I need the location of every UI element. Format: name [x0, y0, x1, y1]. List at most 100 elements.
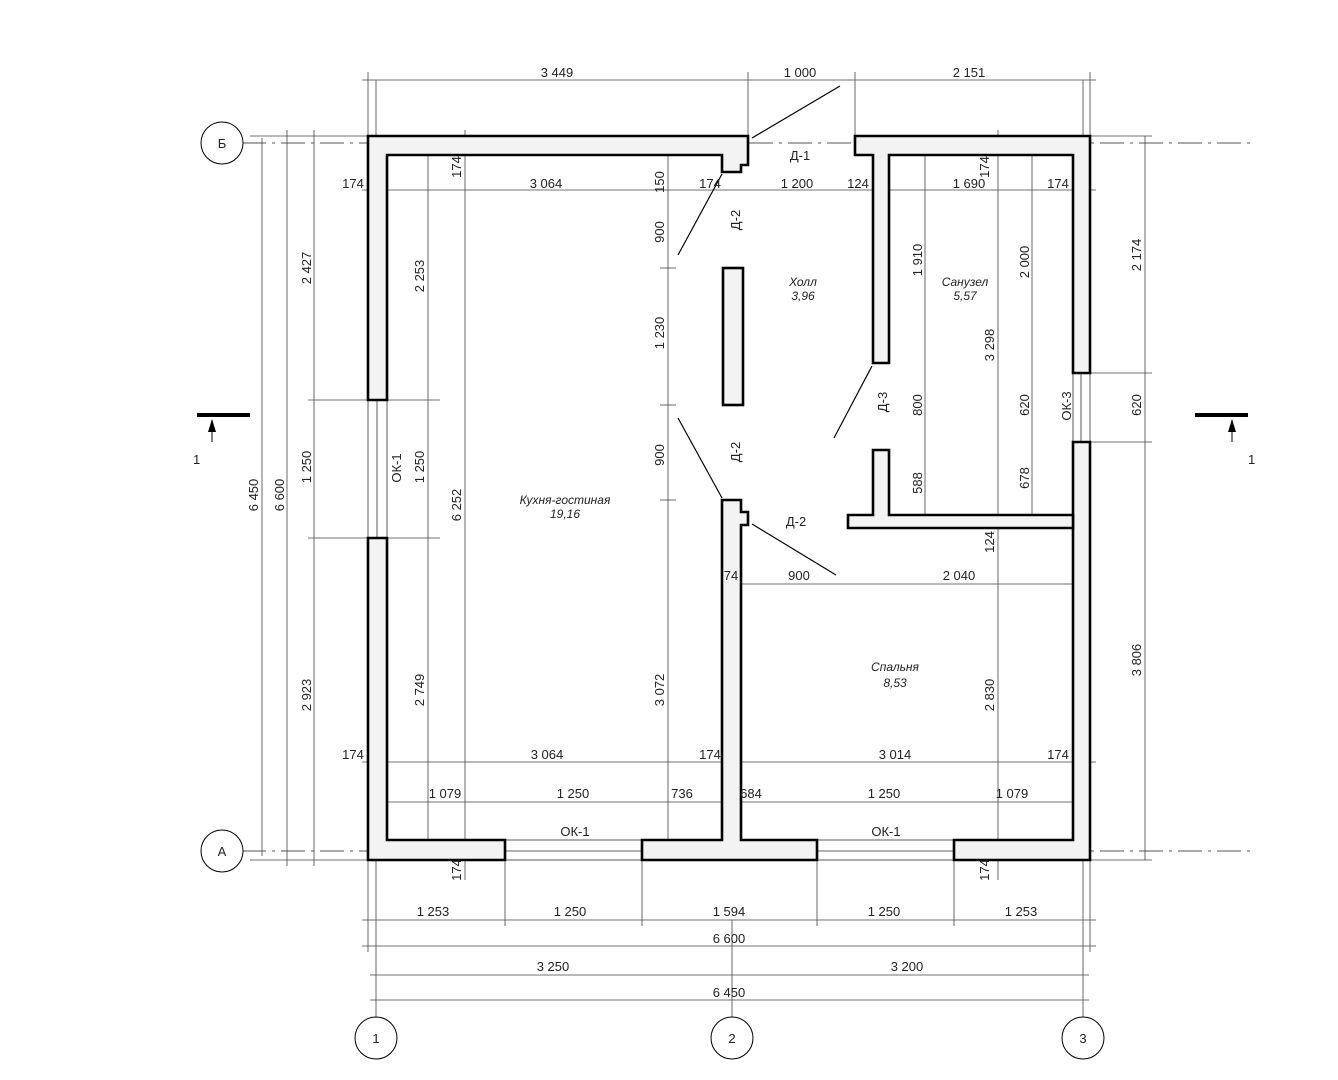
- dim: 174: [1047, 747, 1069, 762]
- room-area-bathroom: 5,57: [953, 289, 978, 303]
- dim: 1 000: [784, 65, 817, 80]
- dim-total-axes: 6 450: [713, 985, 746, 1000]
- door-d2-lower-leaf: [677, 417, 723, 499]
- wall-bottom-middle: [640, 498, 819, 862]
- mark-d1: Д-1: [790, 148, 810, 163]
- windows: [367, 372, 1091, 861]
- dim: 1 079: [996, 786, 1029, 801]
- dim: 678: [1017, 467, 1032, 489]
- dim: 620: [1129, 394, 1144, 416]
- doors: [677, 85, 873, 576]
- wall-left-lower: [366, 536, 507, 862]
- door-d2-bedroom-leaf: [751, 523, 837, 576]
- dim: 620: [1017, 394, 1032, 416]
- dim: 588: [910, 472, 925, 494]
- dim: 1 230: [652, 317, 667, 350]
- grid-axes: [242, 80, 1250, 1018]
- dim: 174: [1047, 176, 1069, 191]
- dim: 174: [977, 859, 992, 881]
- mark-ok1-kitchen: ОК-1: [560, 824, 589, 839]
- dim: 900: [652, 221, 667, 243]
- door-d2-upper-leaf: [677, 173, 723, 256]
- dim: 1 250: [412, 451, 427, 484]
- partition-hall: [721, 266, 745, 407]
- dim: 1 250: [299, 451, 314, 484]
- dim: 174: [449, 859, 464, 881]
- room-area-kitchen-living: 19,16: [550, 507, 580, 521]
- room-area-hall: 3,96: [791, 289, 815, 303]
- dim: 2 151: [953, 65, 986, 80]
- dim: 174: [342, 747, 364, 762]
- dim: 1 253: [1005, 904, 1038, 919]
- dim: 3 200: [891, 959, 924, 974]
- dim: 900: [652, 444, 667, 466]
- dim: 3 806: [1129, 644, 1144, 677]
- room-name-bathroom: Санузел: [942, 275, 989, 289]
- door-d1-leaf: [751, 85, 841, 139]
- dim: 74: [724, 568, 738, 583]
- grid-bubbles: Б А 1 2 3: [200, 121, 1105, 1060]
- axis-label-b: Б: [218, 136, 227, 151]
- mark-ok1-bedroom: ОК-1: [871, 824, 900, 839]
- dim: 2 749: [412, 674, 427, 707]
- dim: 1 253: [417, 904, 450, 919]
- mark-d2-lower: Д-2: [728, 442, 743, 462]
- mark-d3: Д-3: [875, 392, 890, 412]
- dim: 3 014: [879, 747, 912, 762]
- dim: 2 174: [1129, 239, 1144, 272]
- dim: 124: [982, 531, 997, 553]
- window-ok1-bedroom: [816, 839, 955, 861]
- axis-label-2: 2: [728, 1031, 735, 1046]
- wall-bottom-right: [952, 440, 1092, 862]
- dim: 1 594: [713, 904, 746, 919]
- dim: 174: [699, 176, 721, 191]
- dim: 800: [910, 394, 925, 416]
- wall-top-right: [853, 134, 1092, 375]
- dim: 1 200: [781, 176, 814, 191]
- section-label-left: 1: [193, 452, 200, 467]
- dim: 2 253: [412, 260, 427, 293]
- dim: 174: [977, 156, 992, 178]
- dim: 174: [342, 176, 364, 191]
- dim: 1 079: [429, 786, 462, 801]
- dim: 174: [699, 747, 721, 762]
- dim: 684: [740, 786, 762, 801]
- dim: 1 250: [868, 786, 901, 801]
- dim: 6 450: [246, 479, 261, 512]
- room-name-hall: Холл: [788, 275, 817, 289]
- dim: 1 250: [554, 904, 587, 919]
- window-ok3: [1072, 372, 1091, 443]
- dim: 3 072: [652, 674, 667, 707]
- wall-bathroom: [846, 448, 1075, 530]
- dimension-texts: 3 449 1 000 2 151 174 3 064 174 1 200 12…: [246, 65, 1144, 1000]
- mark-ok1-left: ОК-1: [389, 453, 404, 482]
- window-ok1-left: [367, 399, 388, 539]
- mark-ok3: ОК-3: [1059, 391, 1074, 420]
- dim: 3 298: [982, 329, 997, 362]
- dim: 1 690: [953, 176, 986, 191]
- dim: 3 064: [531, 747, 564, 762]
- axis-label-3: 3: [1079, 1031, 1086, 1046]
- dim: 124: [847, 176, 869, 191]
- walls: [366, 134, 1092, 862]
- dim: 2 830: [982, 679, 997, 712]
- opening-marks: Д-1 Д-2 Д-2 Д-2 Д-3 ОК-1 ОК-3 ОК-1 ОК-1: [389, 148, 1074, 839]
- dim: 1 250: [868, 904, 901, 919]
- dim: 3 250: [537, 959, 570, 974]
- dim: 6 252: [449, 489, 464, 522]
- dim: 150: [652, 171, 667, 193]
- mark-d2-bedroom: Д-2: [786, 514, 806, 529]
- room-name-bedroom: Спальня: [871, 660, 919, 674]
- mark-d2-upper: Д-2: [728, 210, 743, 230]
- dim: 2 040: [943, 568, 976, 583]
- dim: 736: [671, 786, 693, 801]
- room-area-bedroom: 8,53: [883, 676, 907, 690]
- dim: 6 600: [272, 479, 287, 512]
- door-d3-leaf: [833, 365, 873, 439]
- section-mark-right: 1: [1195, 413, 1255, 467]
- dim: 2 923: [299, 679, 314, 712]
- dim: 3 449: [541, 65, 574, 80]
- dim: 3 064: [530, 176, 563, 191]
- dimension-lines: [250, 72, 1152, 1001]
